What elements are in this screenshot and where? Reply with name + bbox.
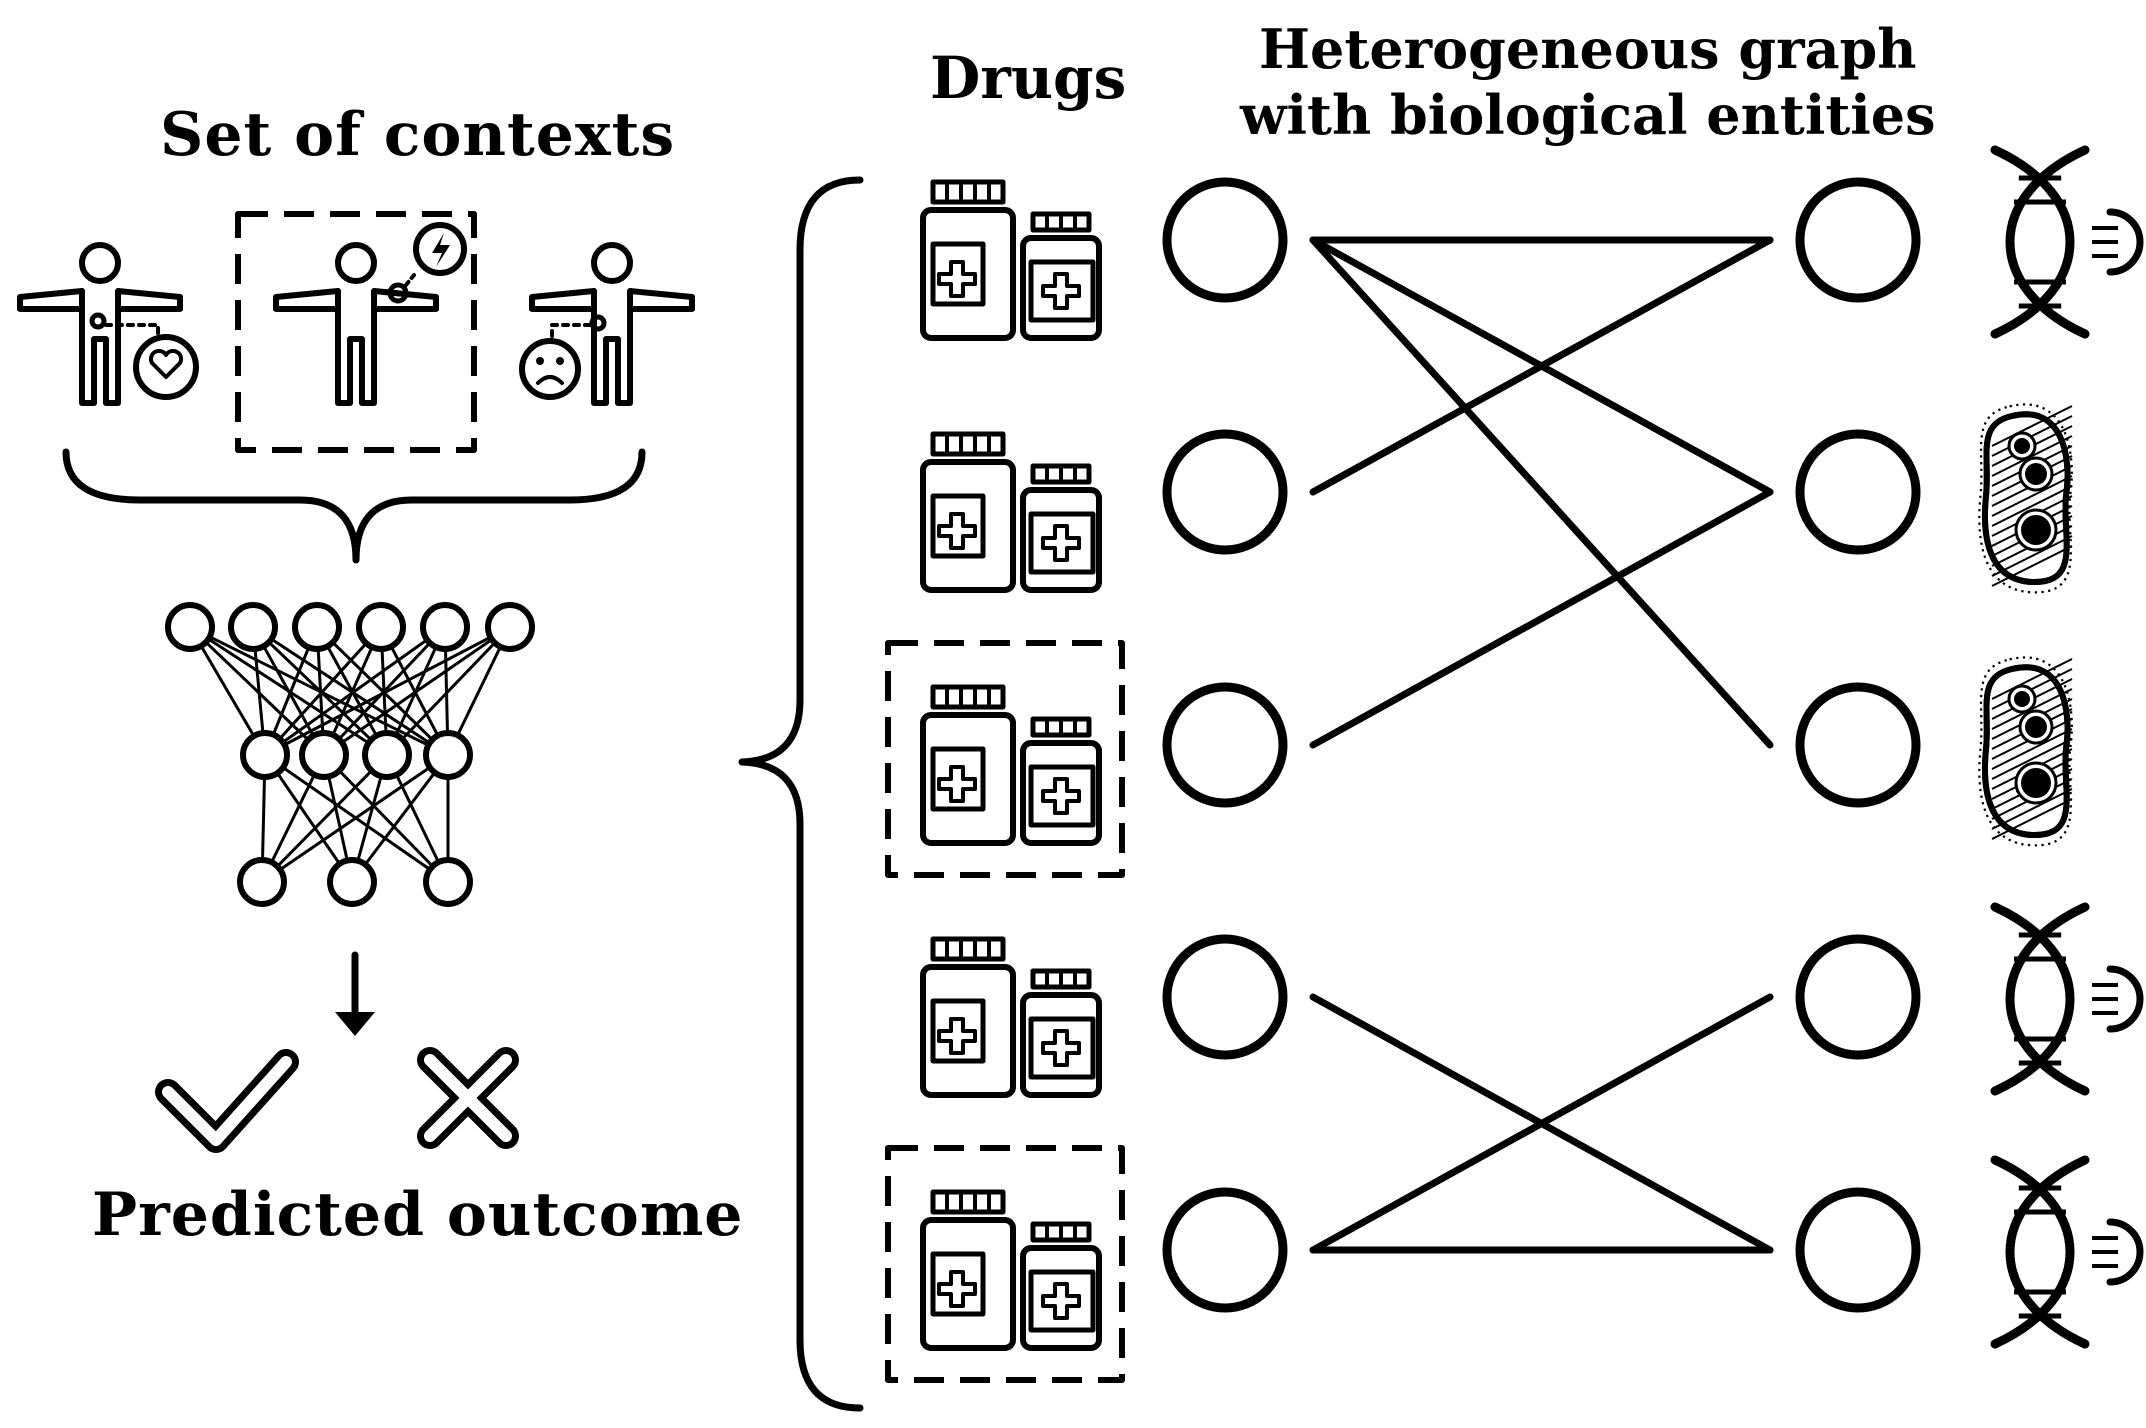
- cell-icon: [1978, 656, 2073, 847]
- brace-path: [738, 176, 864, 1412]
- drug-node: [1162, 177, 1288, 303]
- entity-node: [1795, 934, 1921, 1060]
- network-node: [420, 602, 470, 652]
- drug-node: [1162, 934, 1288, 1060]
- graph-edge: [1309, 488, 1774, 749]
- network-node: [292, 602, 342, 652]
- person-sad-icon: [519, 242, 695, 406]
- contexts-brace: [62, 448, 646, 564]
- dna-icon: [1990, 1155, 2144, 1349]
- network-node: [299, 730, 349, 780]
- sad-face-icon: [519, 338, 581, 400]
- heart-icon: [133, 334, 199, 400]
- person-heart-icon: [17, 242, 199, 406]
- network-node: [423, 857, 473, 907]
- cell-icon: [1978, 403, 2073, 594]
- graph-title: Heterogeneous graph with biological enti…: [1240, 16, 1936, 148]
- network-node: [356, 602, 406, 652]
- entity-node: [1795, 429, 1921, 555]
- entity-node: [1795, 1187, 1921, 1313]
- pill-bottles-icon: [920, 684, 1102, 846]
- network-node: [240, 730, 290, 780]
- neural-network: [165, 602, 535, 907]
- graph-edges: [1309, 236, 1774, 1254]
- network-node: [165, 602, 215, 652]
- dna-icon: [1990, 145, 2144, 339]
- drugs-column: [885, 179, 1125, 1383]
- outcome-title: Predicted outcome: [92, 1180, 744, 1250]
- entity-node: [1795, 682, 1921, 808]
- down-arrow-icon: [335, 951, 375, 1036]
- graph-edge: [1309, 236, 1774, 496]
- contexts-group: [17, 211, 695, 453]
- context-selection-box: [235, 211, 477, 453]
- network-node: [485, 602, 535, 652]
- pill-bottles-icon: [920, 1189, 1102, 1351]
- pill-bottles-icon: [920, 179, 1102, 341]
- dna-icon: [1990, 902, 2144, 1096]
- drug-selection-box: [885, 640, 1125, 878]
- pill-bottles-icon: [920, 936, 1102, 1098]
- drugs-brace: [738, 176, 864, 1412]
- graph-nodes: [1162, 177, 1921, 1313]
- network-node: [423, 730, 473, 780]
- person-lightning-icon: [273, 222, 467, 406]
- entities-column: [1978, 145, 2144, 1349]
- network-node: [362, 730, 412, 780]
- entity-node: [1795, 177, 1921, 303]
- graph-title-line-2: with biological entities: [1240, 83, 1936, 147]
- drug-node: [1162, 682, 1288, 808]
- network-node: [327, 857, 377, 907]
- drug-node: [1162, 429, 1288, 555]
- drugs-title: Drugs: [930, 44, 1127, 112]
- graph-edge: [1309, 236, 1774, 749]
- contexts-title: Set of contexts: [160, 100, 676, 170]
- pill-bottles-icon: [920, 431, 1102, 593]
- lightning-icon: [413, 222, 467, 276]
- drug-selection-box: [885, 1145, 1125, 1383]
- network-node: [237, 857, 287, 907]
- brace-path: [62, 448, 646, 564]
- network-node: [228, 602, 278, 652]
- graph-title-line-1: Heterogeneous graph: [1259, 17, 1917, 81]
- outcomes-group: [155, 1047, 519, 1153]
- drug-node: [1162, 1187, 1288, 1313]
- graph-edge: [1309, 993, 1774, 1254]
